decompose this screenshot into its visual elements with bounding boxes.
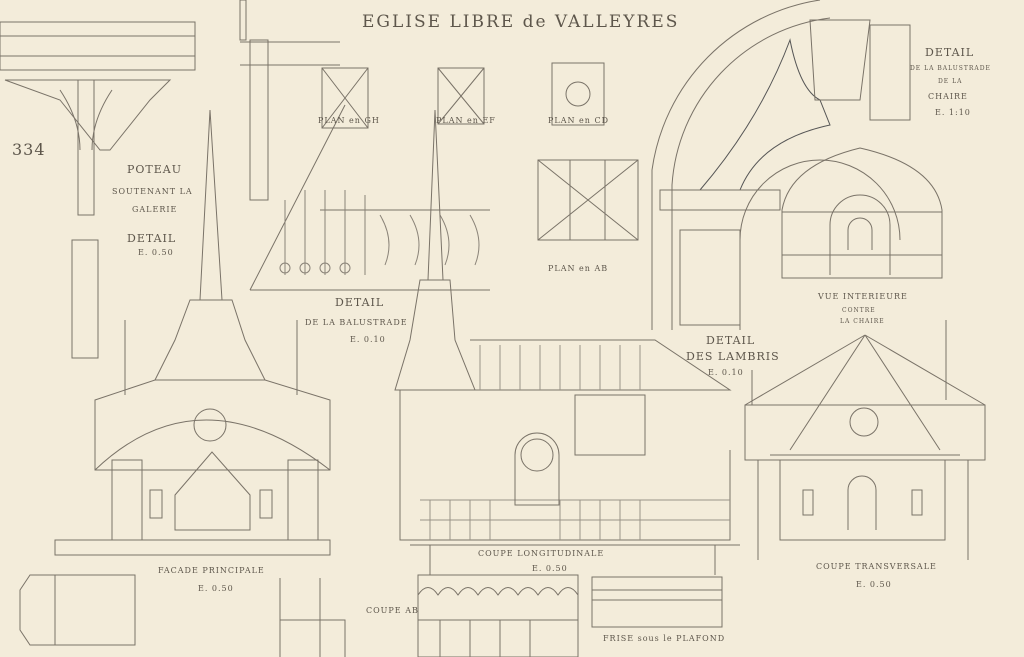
- balustrade-label: DETAIL: [335, 296, 385, 309]
- vue-label: CONTRE: [842, 307, 876, 314]
- facade-label: FACADE PRINCIPALE: [158, 566, 265, 575]
- drawing-title: EGLISE LIBRE de VALLEYRES: [362, 12, 680, 32]
- poteau-label: SOUTENANT LA: [112, 187, 193, 196]
- vue-label: LA CHAIRE: [840, 318, 885, 325]
- plan-squares: [321, 62, 639, 241]
- plan-ab-label: PLAN en AB: [548, 264, 609, 273]
- chaire-label: CHAIRE: [928, 92, 968, 101]
- bottom-details: [19, 574, 723, 657]
- coupe-longitudinale-label: COUPE LONGITUDINALE: [478, 549, 605, 558]
- facade-scale: E. 0.50: [198, 584, 234, 593]
- poteau-detail: [0, 21, 196, 359]
- coupe-transversale-label: COUPE TRANSVERSALE: [816, 562, 937, 571]
- post-elevation: [239, 0, 340, 201]
- chaire-label: DE LA BALUSTRADE: [910, 65, 991, 72]
- chaire-label: DE LA: [938, 78, 963, 85]
- frise-label: FRISE sous le PLAFOND: [603, 634, 726, 643]
- coupe-transversale: [744, 320, 986, 560]
- coupe-transversale-scale: E. 0.50: [856, 580, 892, 589]
- poteau-detail-label: DETAIL: [127, 232, 177, 245]
- lambris-label: DES LAMBRIS: [686, 350, 780, 363]
- plate-number: 334: [12, 140, 46, 159]
- coupe-longitudinale-scale: E. 0.50: [532, 564, 568, 573]
- vue-label: VUE INTERIEURE: [818, 292, 908, 301]
- plan-gh-label: PLAN en GH: [318, 116, 380, 125]
- facade-principale: [54, 109, 331, 556]
- balustrade-scale: E. 0.10: [350, 335, 386, 344]
- balustrade-label: DE LA BALUSTRADE: [305, 318, 408, 327]
- plan-cd-label: PLAN en CD: [548, 116, 609, 125]
- poteau-scale: E. 0.50: [138, 248, 174, 257]
- plan-ef-label: PLAN en EF: [436, 116, 496, 125]
- poteau-label: POTEAU: [127, 163, 183, 176]
- lambris-label: DETAIL: [706, 334, 756, 347]
- poteau-label: GALERIE: [132, 205, 178, 214]
- chaire-label: DETAIL: [925, 46, 975, 59]
- pulpit-arch: [651, 0, 911, 330]
- coupe-longitudinale: [394, 109, 740, 575]
- lambris-scale: E. 0.10: [708, 368, 744, 377]
- coupe-ab-label: COUPE AB: [366, 606, 419, 615]
- interior-view: [781, 147, 943, 279]
- balustrade-detail: [249, 104, 490, 291]
- chaire-scale: E. 1:10: [935, 108, 971, 117]
